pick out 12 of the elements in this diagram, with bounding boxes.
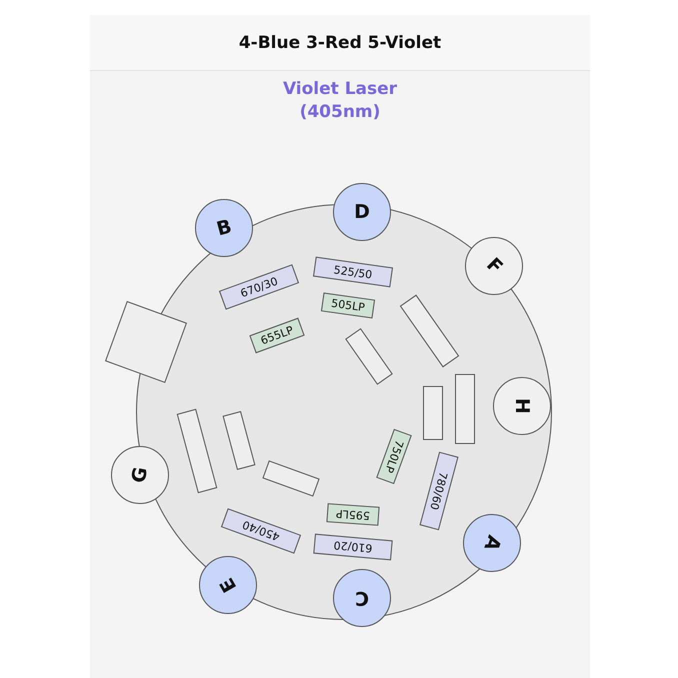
filter-label: 505LP <box>320 292 376 320</box>
filter-label: 655LP <box>249 318 305 354</box>
filter-label: 750LP <box>376 429 412 485</box>
filter-label: 610/20 <box>313 534 393 560</box>
empty-filter-slot <box>455 374 475 444</box>
filter-label: 780/60 <box>420 452 458 530</box>
filter-label: 525/50 <box>312 256 393 288</box>
filter-label: 595LP <box>326 504 380 526</box>
empty-filter-slot <box>423 386 443 440</box>
title: 4-Blue 3-Red 5-Violet <box>238 33 442 53</box>
filter-label: 450/40 <box>220 508 302 554</box>
laser-heading: Violet Laser (405nm) <box>282 78 398 124</box>
